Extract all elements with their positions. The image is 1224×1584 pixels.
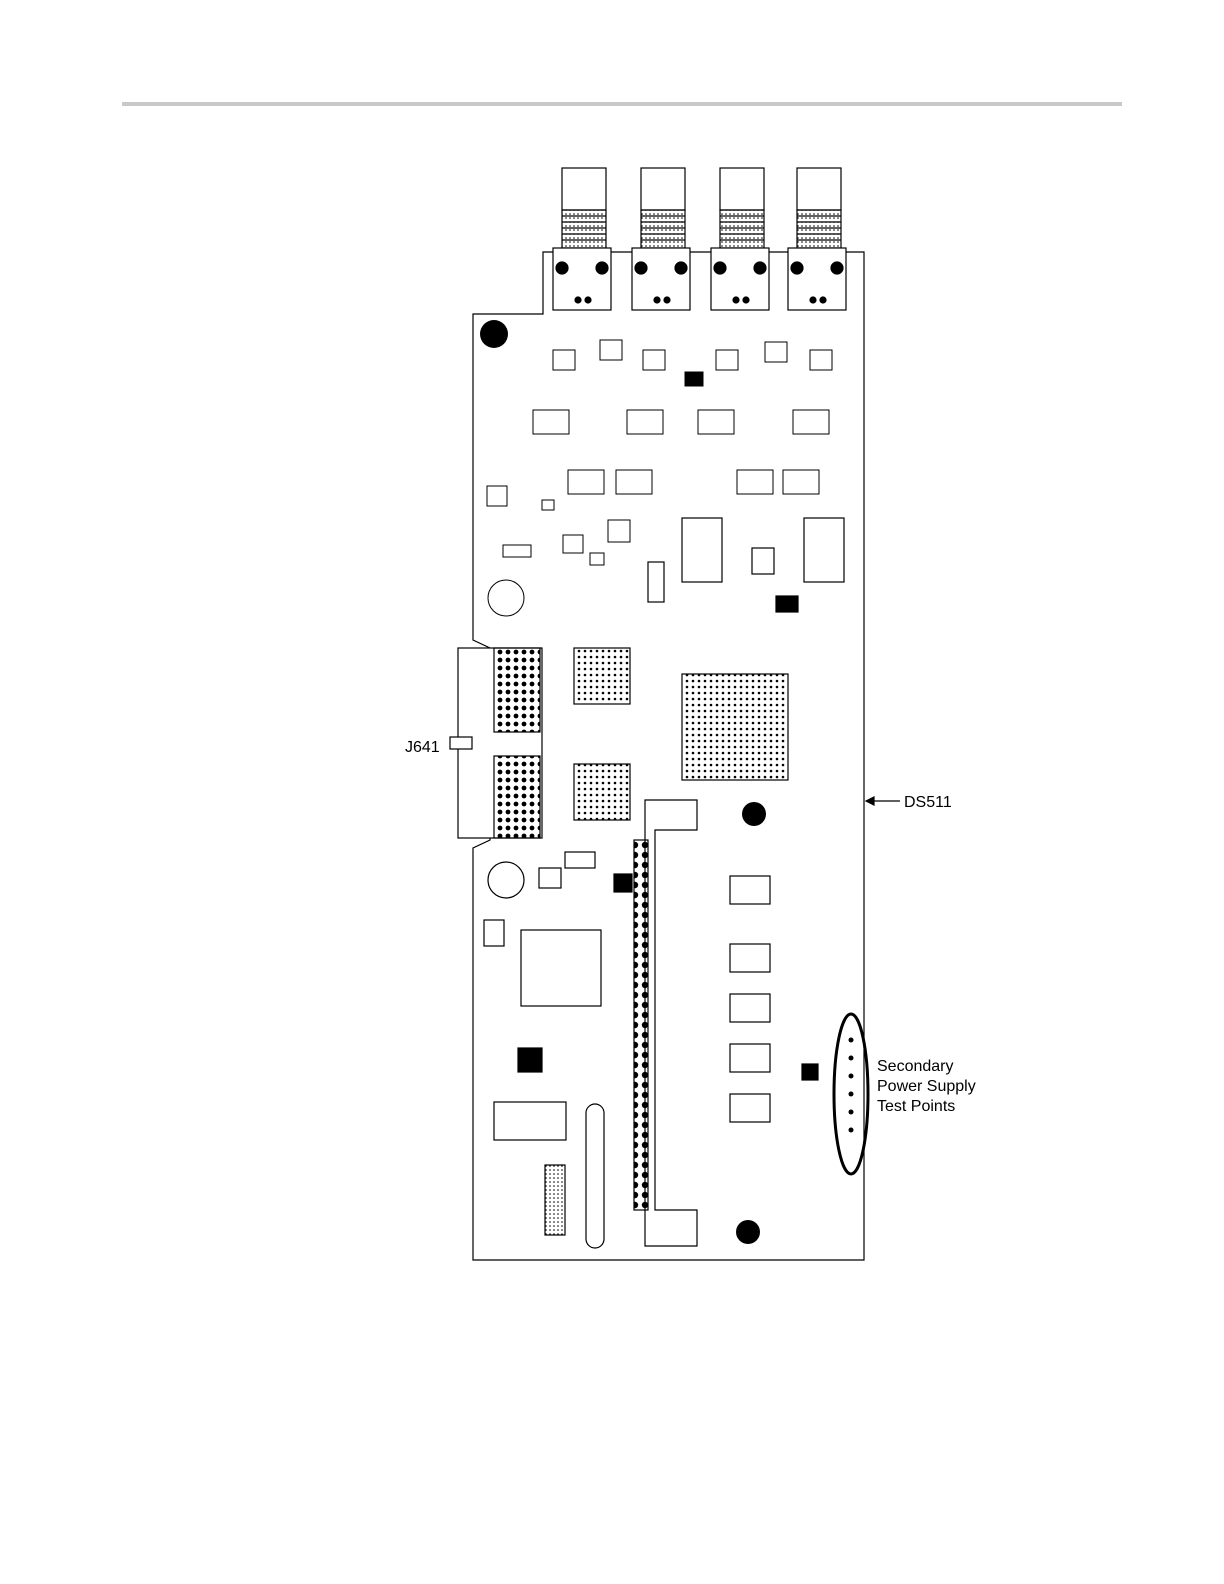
bnc-connector-2 xyxy=(632,168,690,310)
left-small-components xyxy=(487,486,630,616)
mounting-hole-bottom xyxy=(736,1220,760,1244)
edge-connector xyxy=(634,800,697,1246)
bga-chips xyxy=(574,648,788,820)
relays xyxy=(648,518,844,612)
small-chips-row-1 xyxy=(553,340,832,386)
ds511-label: DS511 xyxy=(904,793,952,813)
test-points-group xyxy=(834,1014,868,1174)
ds511-pointer xyxy=(866,797,900,805)
bnc-connector-3 xyxy=(711,168,769,310)
mounting-hole-top xyxy=(480,320,508,348)
soic-chips-row-3 xyxy=(568,470,819,494)
j641-label: J641 xyxy=(405,738,440,758)
soic-chips-row-2 xyxy=(533,410,829,434)
test-points-label: Secondary Power Supply Test Points xyxy=(877,1057,976,1117)
lower-left-components xyxy=(484,852,632,1248)
bnc-connectors xyxy=(553,168,846,310)
bnc-connector-4 xyxy=(788,168,846,310)
mounting-hole-middle xyxy=(742,802,766,826)
test-points-label-line-1: Secondary xyxy=(877,1057,976,1077)
test-points-label-line-3: Test Points xyxy=(877,1097,976,1117)
bnc-connector-1 xyxy=(553,168,611,310)
right-column-chips xyxy=(730,876,818,1122)
test-points-label-line-2: Power Supply xyxy=(877,1077,976,1097)
connector-j641 xyxy=(450,648,542,838)
